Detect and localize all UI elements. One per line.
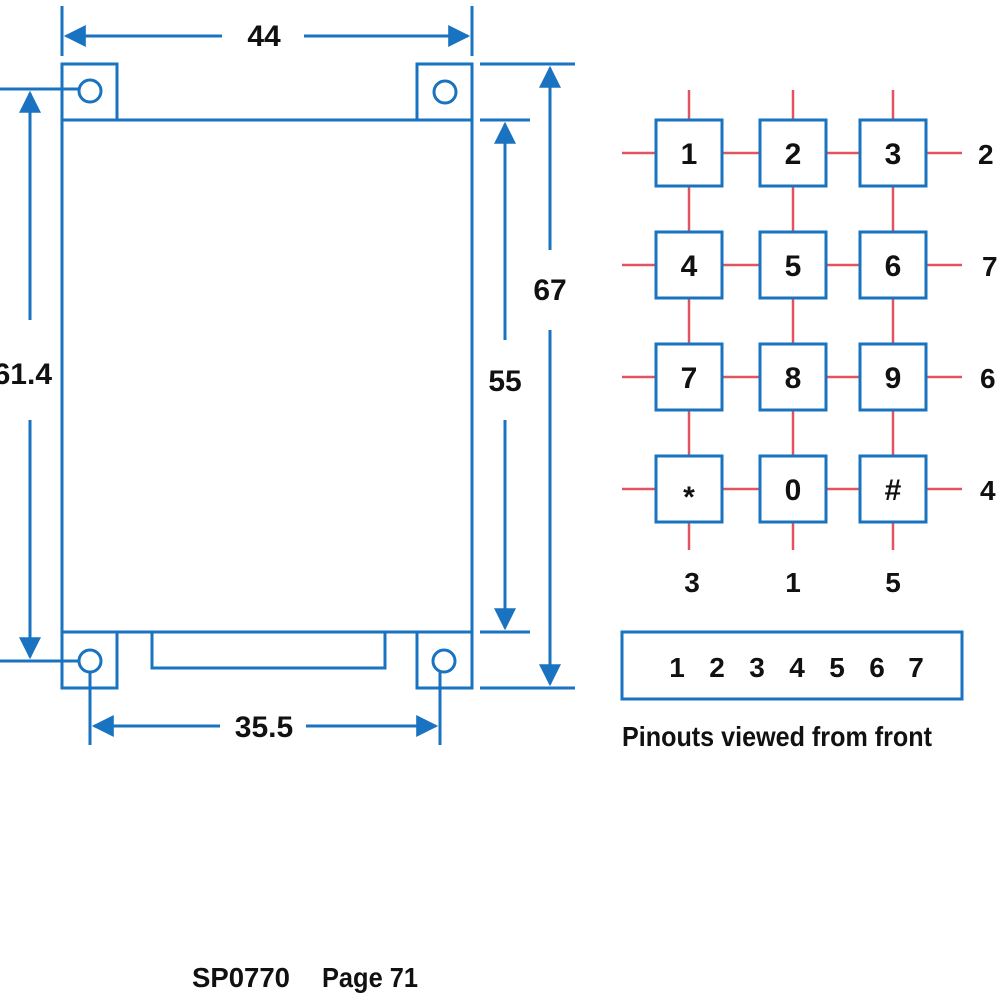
key-label: 6 <box>885 250 902 283</box>
page-number: Page 71 <box>322 962 418 993</box>
mount-hole-top-left <box>77 78 103 104</box>
column-pin-labels: 3 1 5 <box>684 567 901 598</box>
mount-hole-bottom-right <box>431 648 457 674</box>
key-0: 0 <box>758 454 828 524</box>
mount-hole-top-right <box>432 79 458 105</box>
keypad-keys: 1 2 3 4 5 6 7 8 <box>654 118 928 524</box>
dimension-lines <box>0 6 575 745</box>
key-label: 2 <box>785 138 802 171</box>
connector-pin-1: 1 <box>669 652 685 683</box>
key-label: 0 <box>785 474 802 507</box>
key-label: 4 <box>681 250 698 283</box>
connector-cutout <box>150 630 387 670</box>
mount-tab-bottom-right <box>415 630 474 690</box>
part-number: SP0770 <box>192 962 290 993</box>
module-body <box>60 118 474 634</box>
key-5: 5 <box>758 230 828 300</box>
key-8: 8 <box>758 342 828 412</box>
key-label: * <box>683 481 695 514</box>
connector-pin-3: 3 <box>749 652 765 683</box>
row-pin-4: 4 <box>980 475 996 506</box>
key-7: 7 <box>654 342 724 412</box>
connector-pin-5: 5 <box>829 652 845 683</box>
key-4: 4 <box>654 230 724 300</box>
key-label: 1 <box>681 138 698 171</box>
key-2: 2 <box>758 118 828 188</box>
key-9: 9 <box>858 342 928 412</box>
key-hash: # <box>858 454 928 524</box>
key-label: # <box>885 474 902 507</box>
key-label: 7 <box>681 362 698 395</box>
row-pin-2: 7 <box>982 251 998 282</box>
key-6: 6 <box>858 230 928 300</box>
connector-pin-2: 2 <box>709 652 725 683</box>
dimension-width-label: 44 <box>247 20 281 53</box>
key-label: 5 <box>785 250 802 283</box>
column-pin-2: 1 <box>785 567 801 598</box>
dimension-hole-spacing-vertical-label: 61.4 <box>0 358 52 391</box>
key-1: 1 <box>654 118 724 188</box>
row-pin-labels: 2 7 6 4 <box>978 139 998 506</box>
pinout-caption: Pinouts viewed from front <box>622 721 932 752</box>
connector-pin-7: 7 <box>908 652 924 683</box>
row-pin-3: 6 <box>980 363 996 394</box>
dimension-inner-height-label: 55 <box>488 365 521 398</box>
mount-tab-top-right <box>415 62 474 122</box>
row-pin-1: 2 <box>978 139 994 170</box>
connector-pin-6: 6 <box>869 652 885 683</box>
connector-pin-4: 4 <box>789 652 805 683</box>
mount-hole-bottom-left <box>77 648 103 674</box>
key-label: 9 <box>885 362 902 395</box>
module-outline <box>60 62 474 690</box>
key-label: 8 <box>785 362 802 395</box>
column-pin-3: 5 <box>885 567 901 598</box>
mount-tab-top-left <box>60 62 119 122</box>
key-label: 3 <box>885 138 902 171</box>
dimension-outer-height-label: 67 <box>533 274 566 307</box>
key-3: 3 <box>858 118 928 188</box>
column-pin-1: 3 <box>684 567 700 598</box>
key-star: * <box>654 454 724 524</box>
connector-strip: 1 2 3 4 5 6 7 <box>620 630 964 701</box>
dimension-hole-spacing-horizontal-label: 35.5 <box>235 711 293 744</box>
